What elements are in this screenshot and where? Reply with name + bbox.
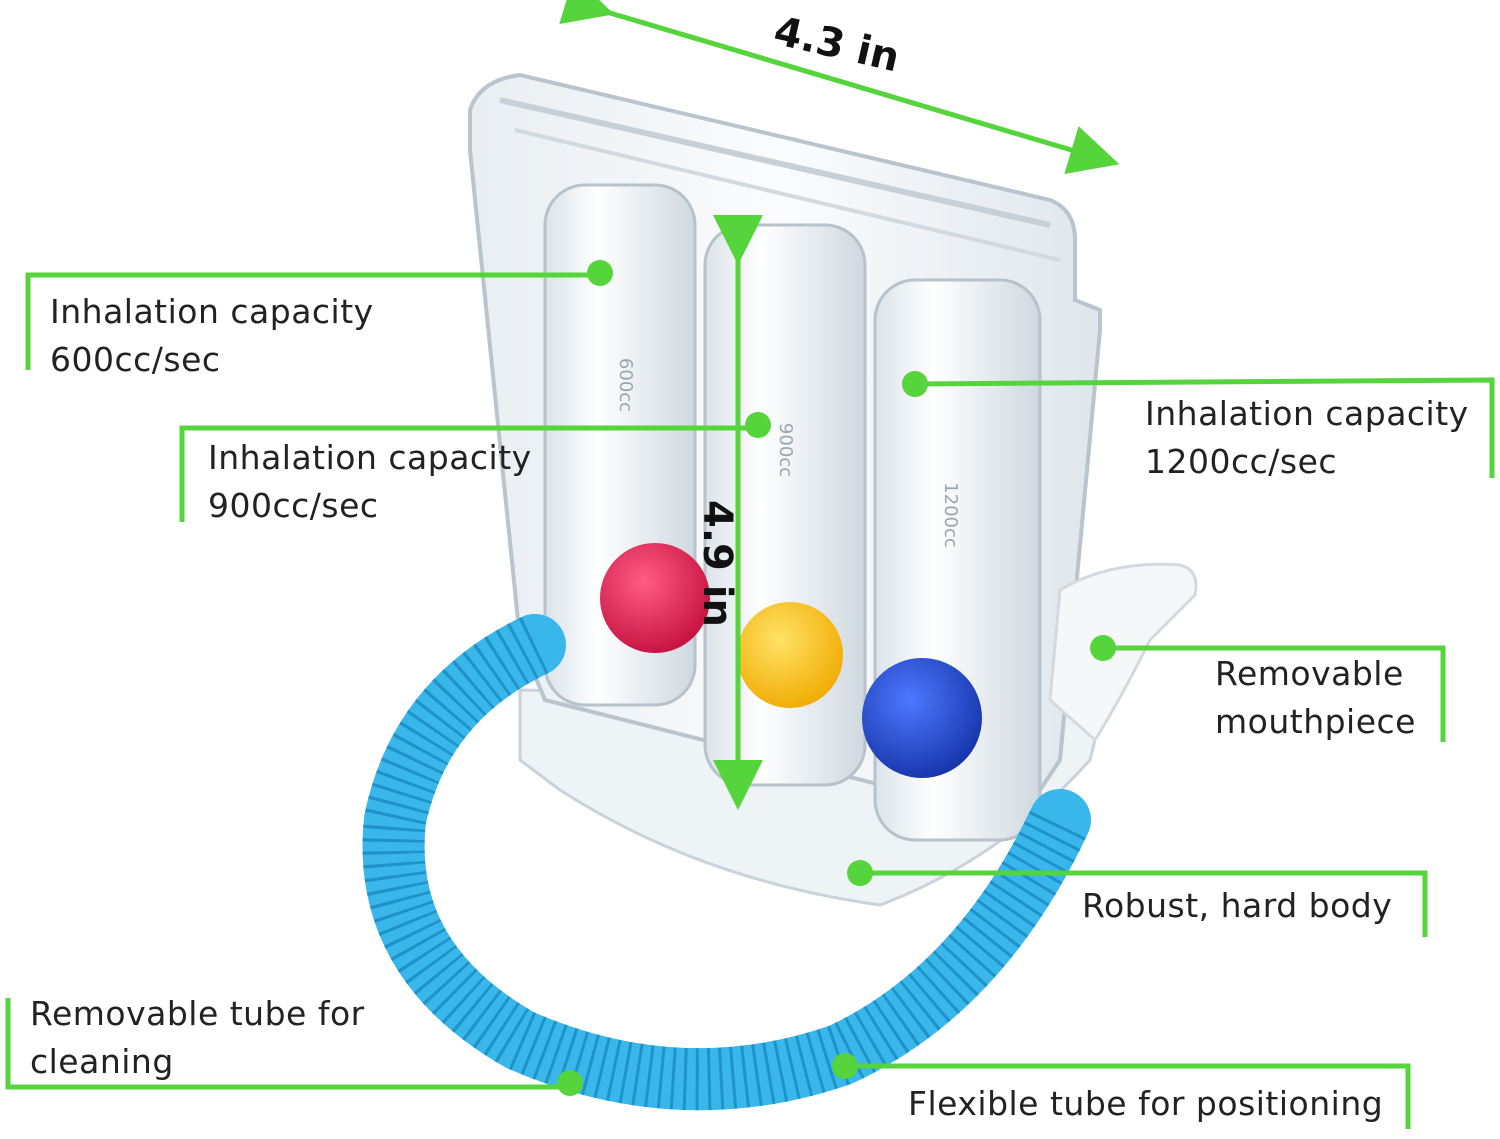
callout-dot-tube-flexible	[832, 1053, 858, 1079]
callout-mouthpiece-text: Removable mouthpiece	[1215, 650, 1416, 746]
callout-tube-flexible-text: Flexible tube for positioning	[908, 1080, 1383, 1128]
mouthpiece	[1048, 562, 1198, 743]
callout-body-text: Robust, hard body	[1082, 882, 1392, 930]
callout-tube-cleaning-line2: cleaning	[30, 1042, 174, 1081]
callout-body-line1: Robust, hard body	[1082, 886, 1393, 925]
callout-dot-600	[587, 260, 613, 286]
blue-ball	[862, 658, 982, 778]
callout-line-tube-flexible	[845, 1063, 1411, 1129]
callout-tube-flexible-line1: Flexible tube for positioning	[908, 1084, 1384, 1123]
callout-line-body	[860, 870, 1428, 937]
callout-line-600	[25, 272, 600, 370]
callout-dot-1200	[902, 371, 928, 397]
callout-lines	[5, 272, 1495, 1129]
chamber-1200-mark: 1200cc	[940, 482, 961, 548]
callout-dot-body	[847, 860, 873, 886]
callout-dot-tube-cleaning	[557, 1070, 583, 1096]
chamber-900-mark: 900cc	[775, 423, 796, 477]
callout-1200-line2: 1200cc/sec	[1145, 442, 1338, 481]
callout-line-mouthpiece	[1103, 645, 1446, 742]
callout-line-tube-cleaning	[5, 998, 570, 1090]
callout-600-line1: Inhalation capacity	[50, 292, 374, 331]
callout-mouthpiece-line1: Removable	[1215, 654, 1404, 693]
callout-tube-cleaning-text: Removable tube for cleaning	[30, 990, 365, 1086]
callout-mouthpiece-line2: mouthpiece	[1215, 702, 1416, 741]
callout-dots	[557, 260, 1116, 1096]
callout-line-1200	[914, 377, 1495, 478]
height-label: 4.9 in	[694, 500, 740, 627]
width-arrow	[559, 0, 1120, 174]
callout-dot-900	[745, 412, 771, 438]
callout-line-900	[179, 425, 758, 522]
callout-900-line1: Inhalation capacity	[208, 438, 532, 477]
chamber-600-mark: 600cc	[615, 358, 636, 412]
callout-600-text: Inhalation capacity 600cc/sec	[50, 288, 374, 384]
callout-900-line2: 900cc/sec	[208, 486, 379, 525]
blue-hose-ribs	[362, 617, 1089, 1111]
yellow-ball	[737, 602, 843, 708]
callout-1200-text: Inhalation capacity 1200cc/sec	[1145, 390, 1469, 486]
callout-tube-cleaning-line1: Removable tube for	[30, 994, 365, 1033]
callout-900-text: Inhalation capacity 900cc/sec	[208, 434, 532, 530]
callout-dot-mouthpiece	[1090, 635, 1116, 661]
callout-1200-line1: Inhalation capacity	[1145, 394, 1469, 433]
callout-600-line2: 600cc/sec	[50, 340, 221, 379]
red-ball	[600, 543, 710, 653]
